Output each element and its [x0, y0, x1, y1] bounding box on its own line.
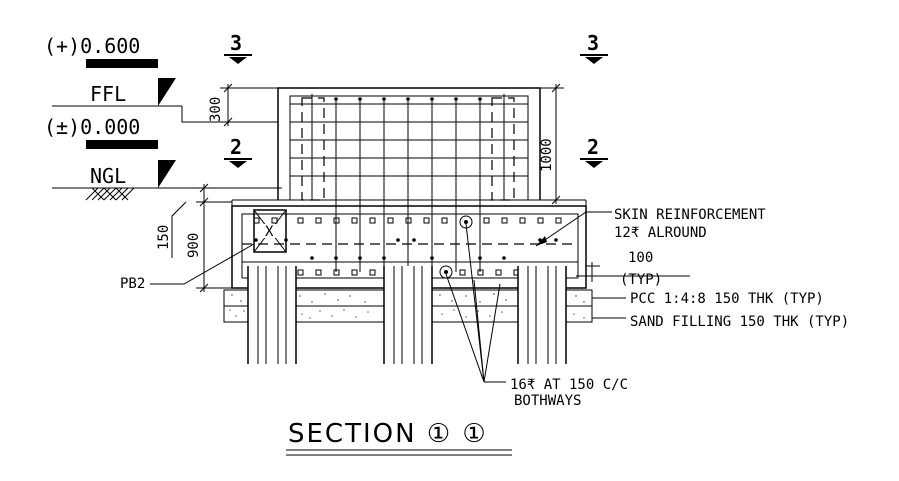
section-title-text: SECTION ① ① [288, 419, 488, 449]
sand-callout: SAND FILLING 150 THK (TYP) [592, 314, 849, 330]
svg-text:3: 3 [587, 31, 599, 55]
ngl-value: (±)0.000 [44, 115, 140, 139]
svg-text:(TYP): (TYP) [620, 272, 662, 288]
section-mark-3-left: 3 [224, 31, 252, 64]
section-mark-2-right: 2 [580, 135, 608, 168]
section-mark-3-right: 3 [580, 31, 608, 64]
svg-text:100: 100 [628, 250, 653, 266]
pile-right [517, 266, 567, 364]
svg-text:300: 300 [208, 97, 224, 122]
ffl-bar [86, 59, 158, 68]
section-title: SECTION ① ① [286, 419, 512, 456]
dimension-100: 100 (TYP) [576, 250, 690, 288]
pb2-callout: PB2 [120, 243, 255, 292]
main-bar-marker [439, 265, 453, 279]
skin-bars-top [253, 217, 562, 224]
cap-bar-dots [254, 238, 558, 260]
dimension-1000: 1000 [539, 83, 564, 205]
svg-text:2: 2 [230, 135, 242, 159]
svg-text:SAND FILLING 150 THK (TYP): SAND FILLING 150 THK (TYP) [630, 314, 849, 330]
svg-text:900: 900 [186, 233, 202, 258]
skin-reinforcement-callout: SKIN REINFORCEMENT 12₹ ALROUND [535, 207, 766, 247]
ground-hatch-icon [85, 187, 135, 201]
ffl-value: (+)0.600 [44, 34, 140, 58]
svg-text:SKIN REINFORCEMENT: SKIN REINFORCEMENT [614, 207, 766, 223]
svg-text:3: 3 [230, 31, 242, 55]
svg-text:16₹ AT 150 C/C: 16₹ AT 150 C/C [510, 377, 628, 393]
ngl-bar [86, 140, 158, 149]
pb2-label: PB2 [120, 276, 145, 292]
section-mark-2-left: 2 [224, 135, 252, 168]
pcc-callout: PCC 1:4:8 150 THK (TYP) [592, 291, 824, 307]
svg-text:2: 2 [587, 135, 599, 159]
ngl-label: NGL [90, 164, 126, 188]
dimension-300: 300 [208, 83, 278, 127]
dimension-150-900: 150 900 [156, 183, 278, 293]
x-mark: X [265, 224, 274, 240]
pile-left [247, 266, 297, 364]
svg-text:1000: 1000 [539, 138, 555, 172]
ffl-triangle-icon [158, 78, 176, 106]
main-bars-callout: 16₹ AT 150 C/C BOTHWAYS [445, 223, 628, 409]
level-marker-ngl: (±)0.000 NGL [44, 115, 282, 201]
svg-text:150: 150 [156, 225, 172, 250]
svg-text:BOTHWAYS: BOTHWAYS [514, 393, 581, 409]
pb2-box: X [253, 209, 287, 253]
ngl-triangle-icon [158, 160, 176, 188]
pedestal [277, 87, 541, 272]
ffl-label: FFL [90, 82, 126, 106]
level-marker-ffl: (+)0.600 FFL [44, 34, 278, 123]
pile-middle [383, 266, 433, 364]
svg-text:PCC 1:4:8 150 THK (TYP): PCC 1:4:8 150 THK (TYP) [630, 291, 824, 307]
svg-text:12₹ ALROUND: 12₹ ALROUND [614, 225, 707, 241]
